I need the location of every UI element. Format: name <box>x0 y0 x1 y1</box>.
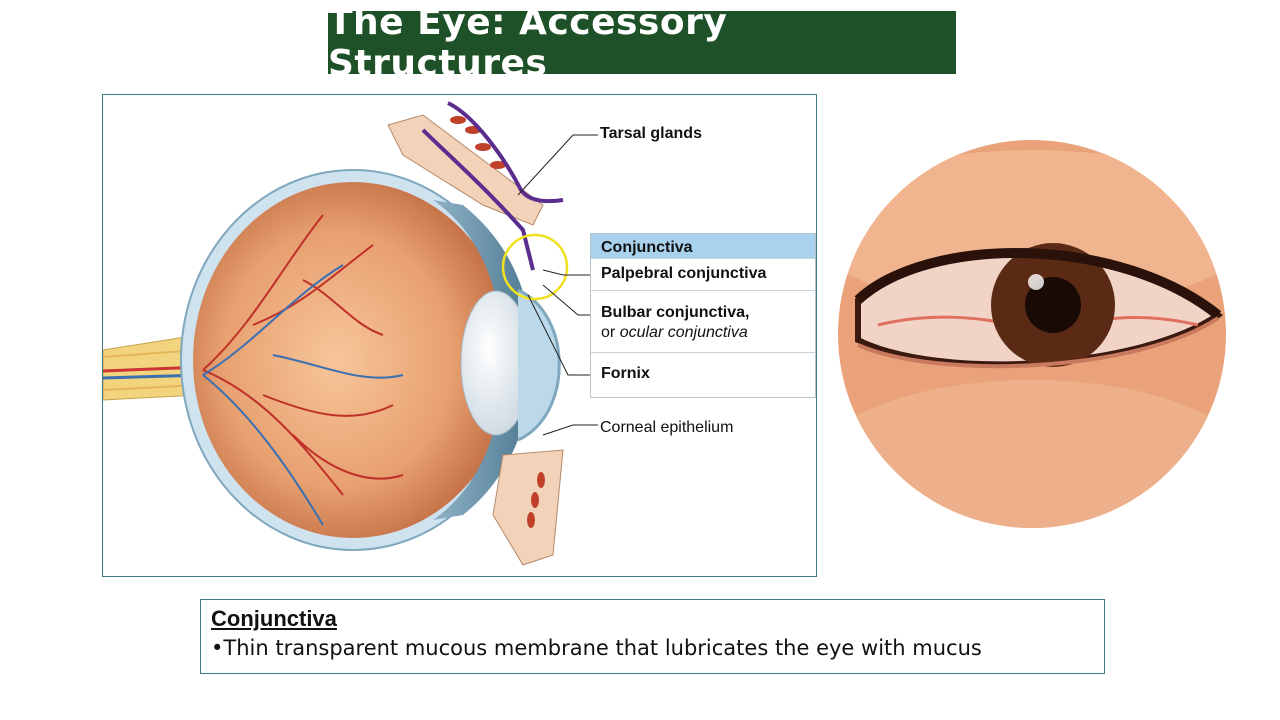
label-tarsal-glands: Tarsal glands <box>600 125 702 142</box>
red-eye-photo <box>838 140 1226 528</box>
label-conjunctiva-header: Conjunctiva <box>591 234 815 259</box>
label-bulbar-or: or <box>601 324 616 341</box>
eye-diagram: Tarsal glands Conjunctiva Palpebral conj… <box>102 94 817 577</box>
label-ocular-conjunctiva: ocular conjunctiva <box>619 324 748 341</box>
caption-box: Conjunctiva •Thin transparent mucous mem… <box>200 599 1105 674</box>
conjunctiva-label-box: Conjunctiva Palpebral conjunctiva Bulbar… <box>590 233 816 398</box>
label-bulbar-line1: Bulbar conjunctiva, <box>601 304 750 321</box>
label-fornix: Fornix <box>601 365 650 382</box>
eye-cross-section-illustration <box>103 101 598 566</box>
label-corneal-epithelium: Corneal epithelium <box>600 419 734 436</box>
red-eye-photo-illustration <box>838 140 1226 528</box>
page-title: The Eye: Accessory Structures <box>328 1 728 84</box>
caption-title: Conjunctiva <box>211 606 337 631</box>
label-bulbar-conjunctiva: Bulbar conjunctiva, or ocular conjunctiv… <box>591 291 815 353</box>
title-banner: The Eye: Accessory Structures <box>328 2 956 84</box>
caption-bullet: •Thin transparent mucous membrane that l… <box>211 636 982 660</box>
label-palpebral-conjunctiva: Palpebral conjunctiva <box>591 259 815 291</box>
